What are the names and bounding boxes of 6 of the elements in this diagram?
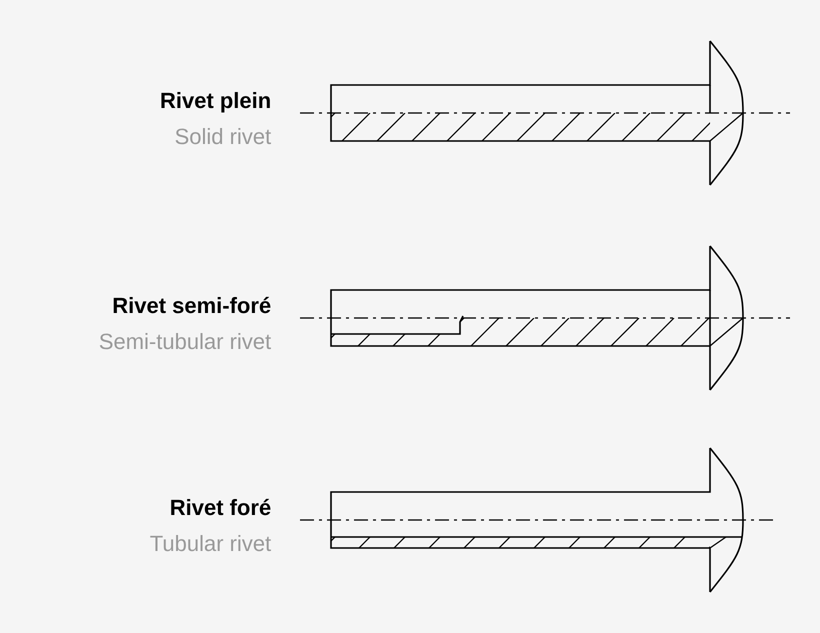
translated-label: Tubular rivet: [150, 535, 271, 552]
rivet-label: Rivet foré: [171, 498, 270, 516]
translated-label: Solid rivet: [176, 128, 271, 144]
translated-label: Semi-tubular rivet: [100, 333, 271, 350]
rivet-label: Rivet semi-foré: [114, 296, 270, 314]
rivet-label: Rivet plein: [161, 92, 270, 113]
